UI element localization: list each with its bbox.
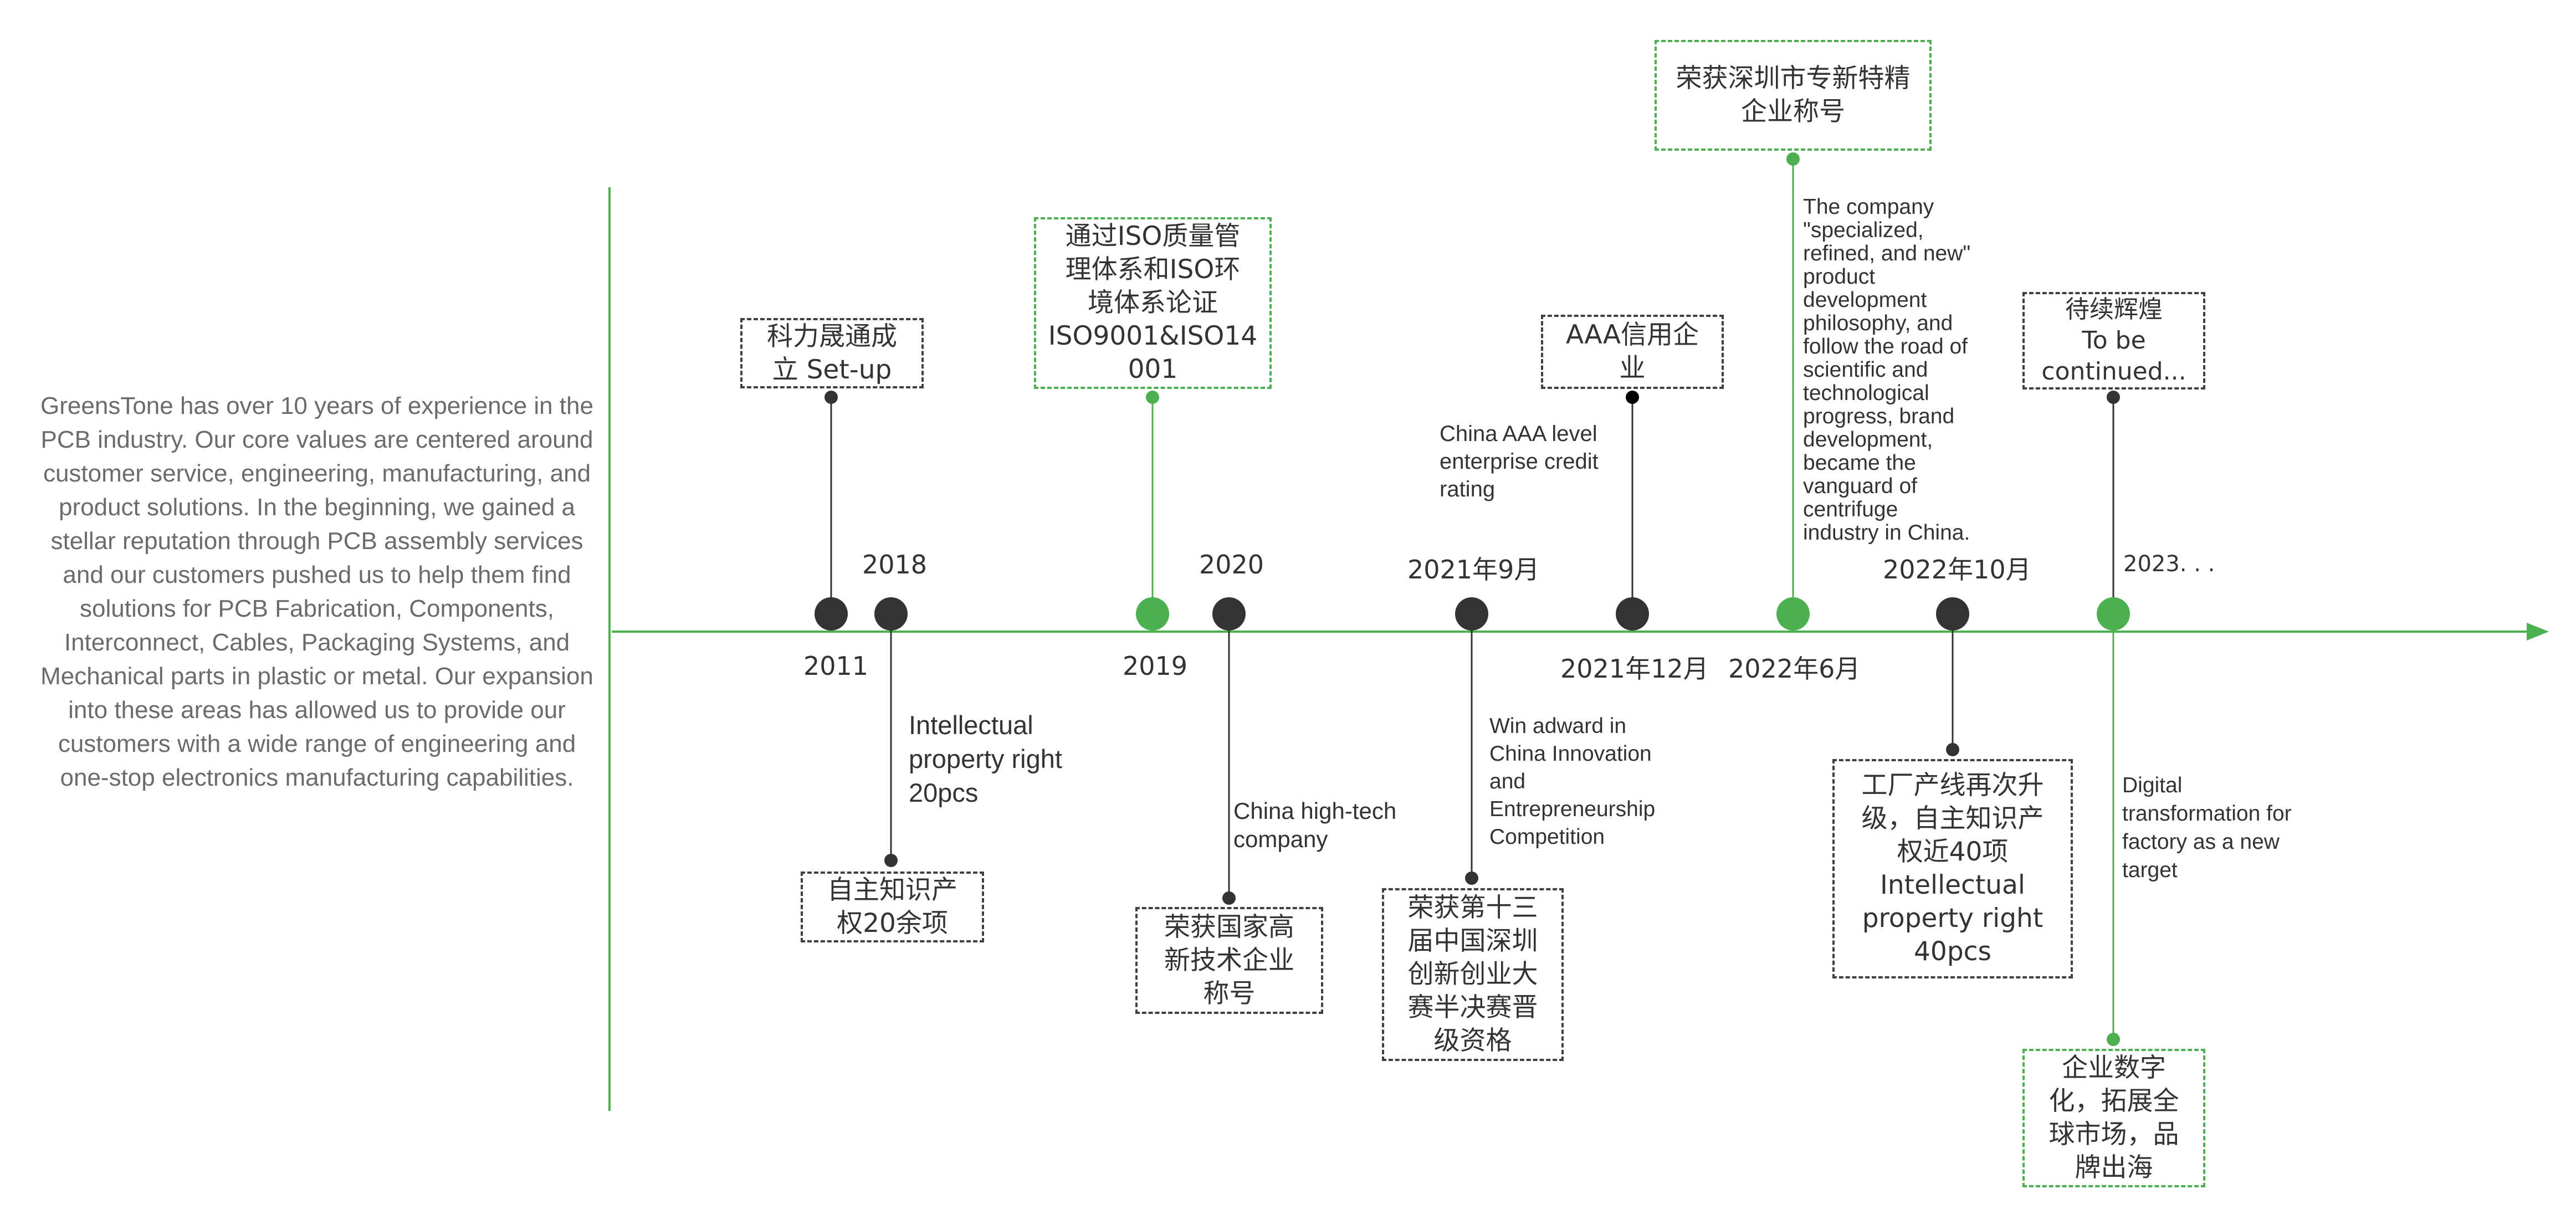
marker-2021-9 [1455, 597, 1488, 631]
company-intro: GreensTone has over 10 years of experien… [40, 392, 593, 791]
year-2021-9: 2021年9月 [1407, 555, 1540, 585]
year-2019: 2019 [1123, 651, 1188, 681]
milestone-box-2011: 科力晟通成立 Set-up [740, 318, 924, 388]
marker-2019 [1136, 597, 1169, 631]
milestone-box-2023-bottom: 企业数字化，拓展全球市场，品牌出海 [2022, 1049, 2205, 1187]
year-2022-6: 2022年6月 [1728, 654, 1861, 684]
year-2018: 2018 [862, 550, 928, 580]
marker-2023 [2097, 597, 2130, 631]
year-2022-10: 2022年10月 [1883, 555, 2031, 585]
year-2020: 2020 [1199, 550, 1264, 580]
year-2011: 2011 [803, 651, 869, 681]
axis-arrowhead [2527, 623, 2549, 640]
milestone-box-2021-9: 荣获第十三届中国深圳创新创业大赛半决赛晋级资格 [1382, 888, 1564, 1061]
marker-2022-6 [1776, 597, 1810, 631]
marker-2011 [815, 597, 848, 631]
year-2023: 2023. . . [2123, 551, 2215, 577]
marker-2018 [874, 597, 908, 631]
marker-2020 [1212, 597, 1246, 631]
milestone-box-2021-12: AAA信用企业 [1541, 315, 1724, 389]
year-2021-12: 2021年12月 [1560, 654, 1709, 684]
marker-2021-12 [1616, 597, 1649, 631]
milestone-box-2018: 自主知识产权20余项 [801, 872, 984, 942]
note-2022-6: The company"specialized,refined, and new… [1803, 195, 1971, 545]
milestone-box-2020: 荣获国家高新技术企业称号 [1135, 907, 1323, 1014]
marker-2022-10 [1936, 597, 1969, 631]
milestone-box-2022-6: 荣获深圳市专新特精企业称号 [1655, 40, 1932, 151]
